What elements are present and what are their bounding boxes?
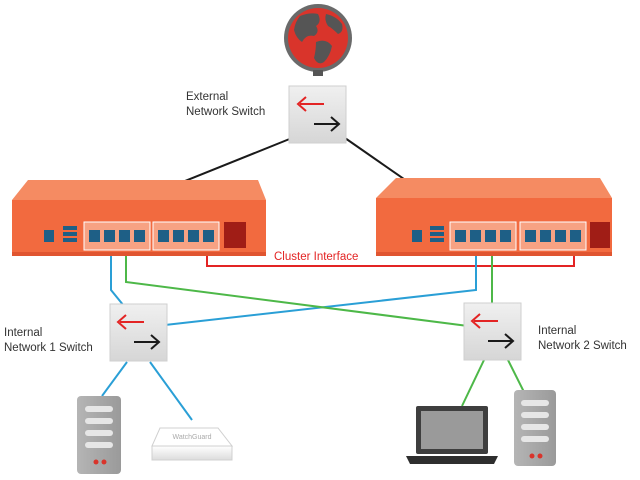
power-module <box>590 222 610 248</box>
console-port <box>412 230 422 242</box>
console-port <box>44 230 54 242</box>
cluster-interface-label: Cluster Interface <box>273 250 360 265</box>
link-int1-to-ap <box>149 361 193 421</box>
internal-switch-1-icon <box>109 303 168 362</box>
internal-switch-1-label: Internal Network 1 Switch <box>4 326 93 356</box>
firewall-right-icon <box>376 178 612 256</box>
internal-switch-1-label-line1: Internal <box>4 327 43 339</box>
external-switch-icon <box>288 85 347 144</box>
internal-switch-2-icon <box>463 302 522 361</box>
external-switch-label: External Network Switch <box>186 90 265 120</box>
internal-switch-1-label-line2: Network 1 Switch <box>4 342 93 354</box>
link-int1-to-server <box>101 361 128 397</box>
server-right-icon <box>514 390 556 466</box>
cluster-interface-label-text: Cluster Interface <box>274 251 359 263</box>
internal-switch-2-label: Internal Network 2 Switch <box>538 324 627 354</box>
link-int2-to-server <box>507 359 525 393</box>
internal-switch-2-label-line2: Network 2 Switch <box>538 340 627 352</box>
appliance-brand-text: WatchGuard <box>172 434 211 441</box>
external-switch-label-line2: Network Switch <box>186 106 266 118</box>
globe-icon <box>284 4 352 76</box>
laptop-icon <box>406 406 498 464</box>
ports-group-right <box>455 230 581 242</box>
internal-switch-2-label-line1: Internal <box>538 325 577 337</box>
firewall-left-icon <box>12 180 266 256</box>
ports-group-left <box>89 230 214 242</box>
external-switch-label-line1: External <box>186 91 229 103</box>
link-int2-to-laptop <box>461 359 485 407</box>
power-module <box>224 222 246 248</box>
link-firewall-left-to-int1 <box>110 240 125 307</box>
access-point-icon: WatchGuard <box>151 427 234 461</box>
server-left-icon <box>77 396 121 474</box>
blue-links <box>101 240 477 421</box>
link-firewall-right-to-int1 <box>164 240 477 326</box>
